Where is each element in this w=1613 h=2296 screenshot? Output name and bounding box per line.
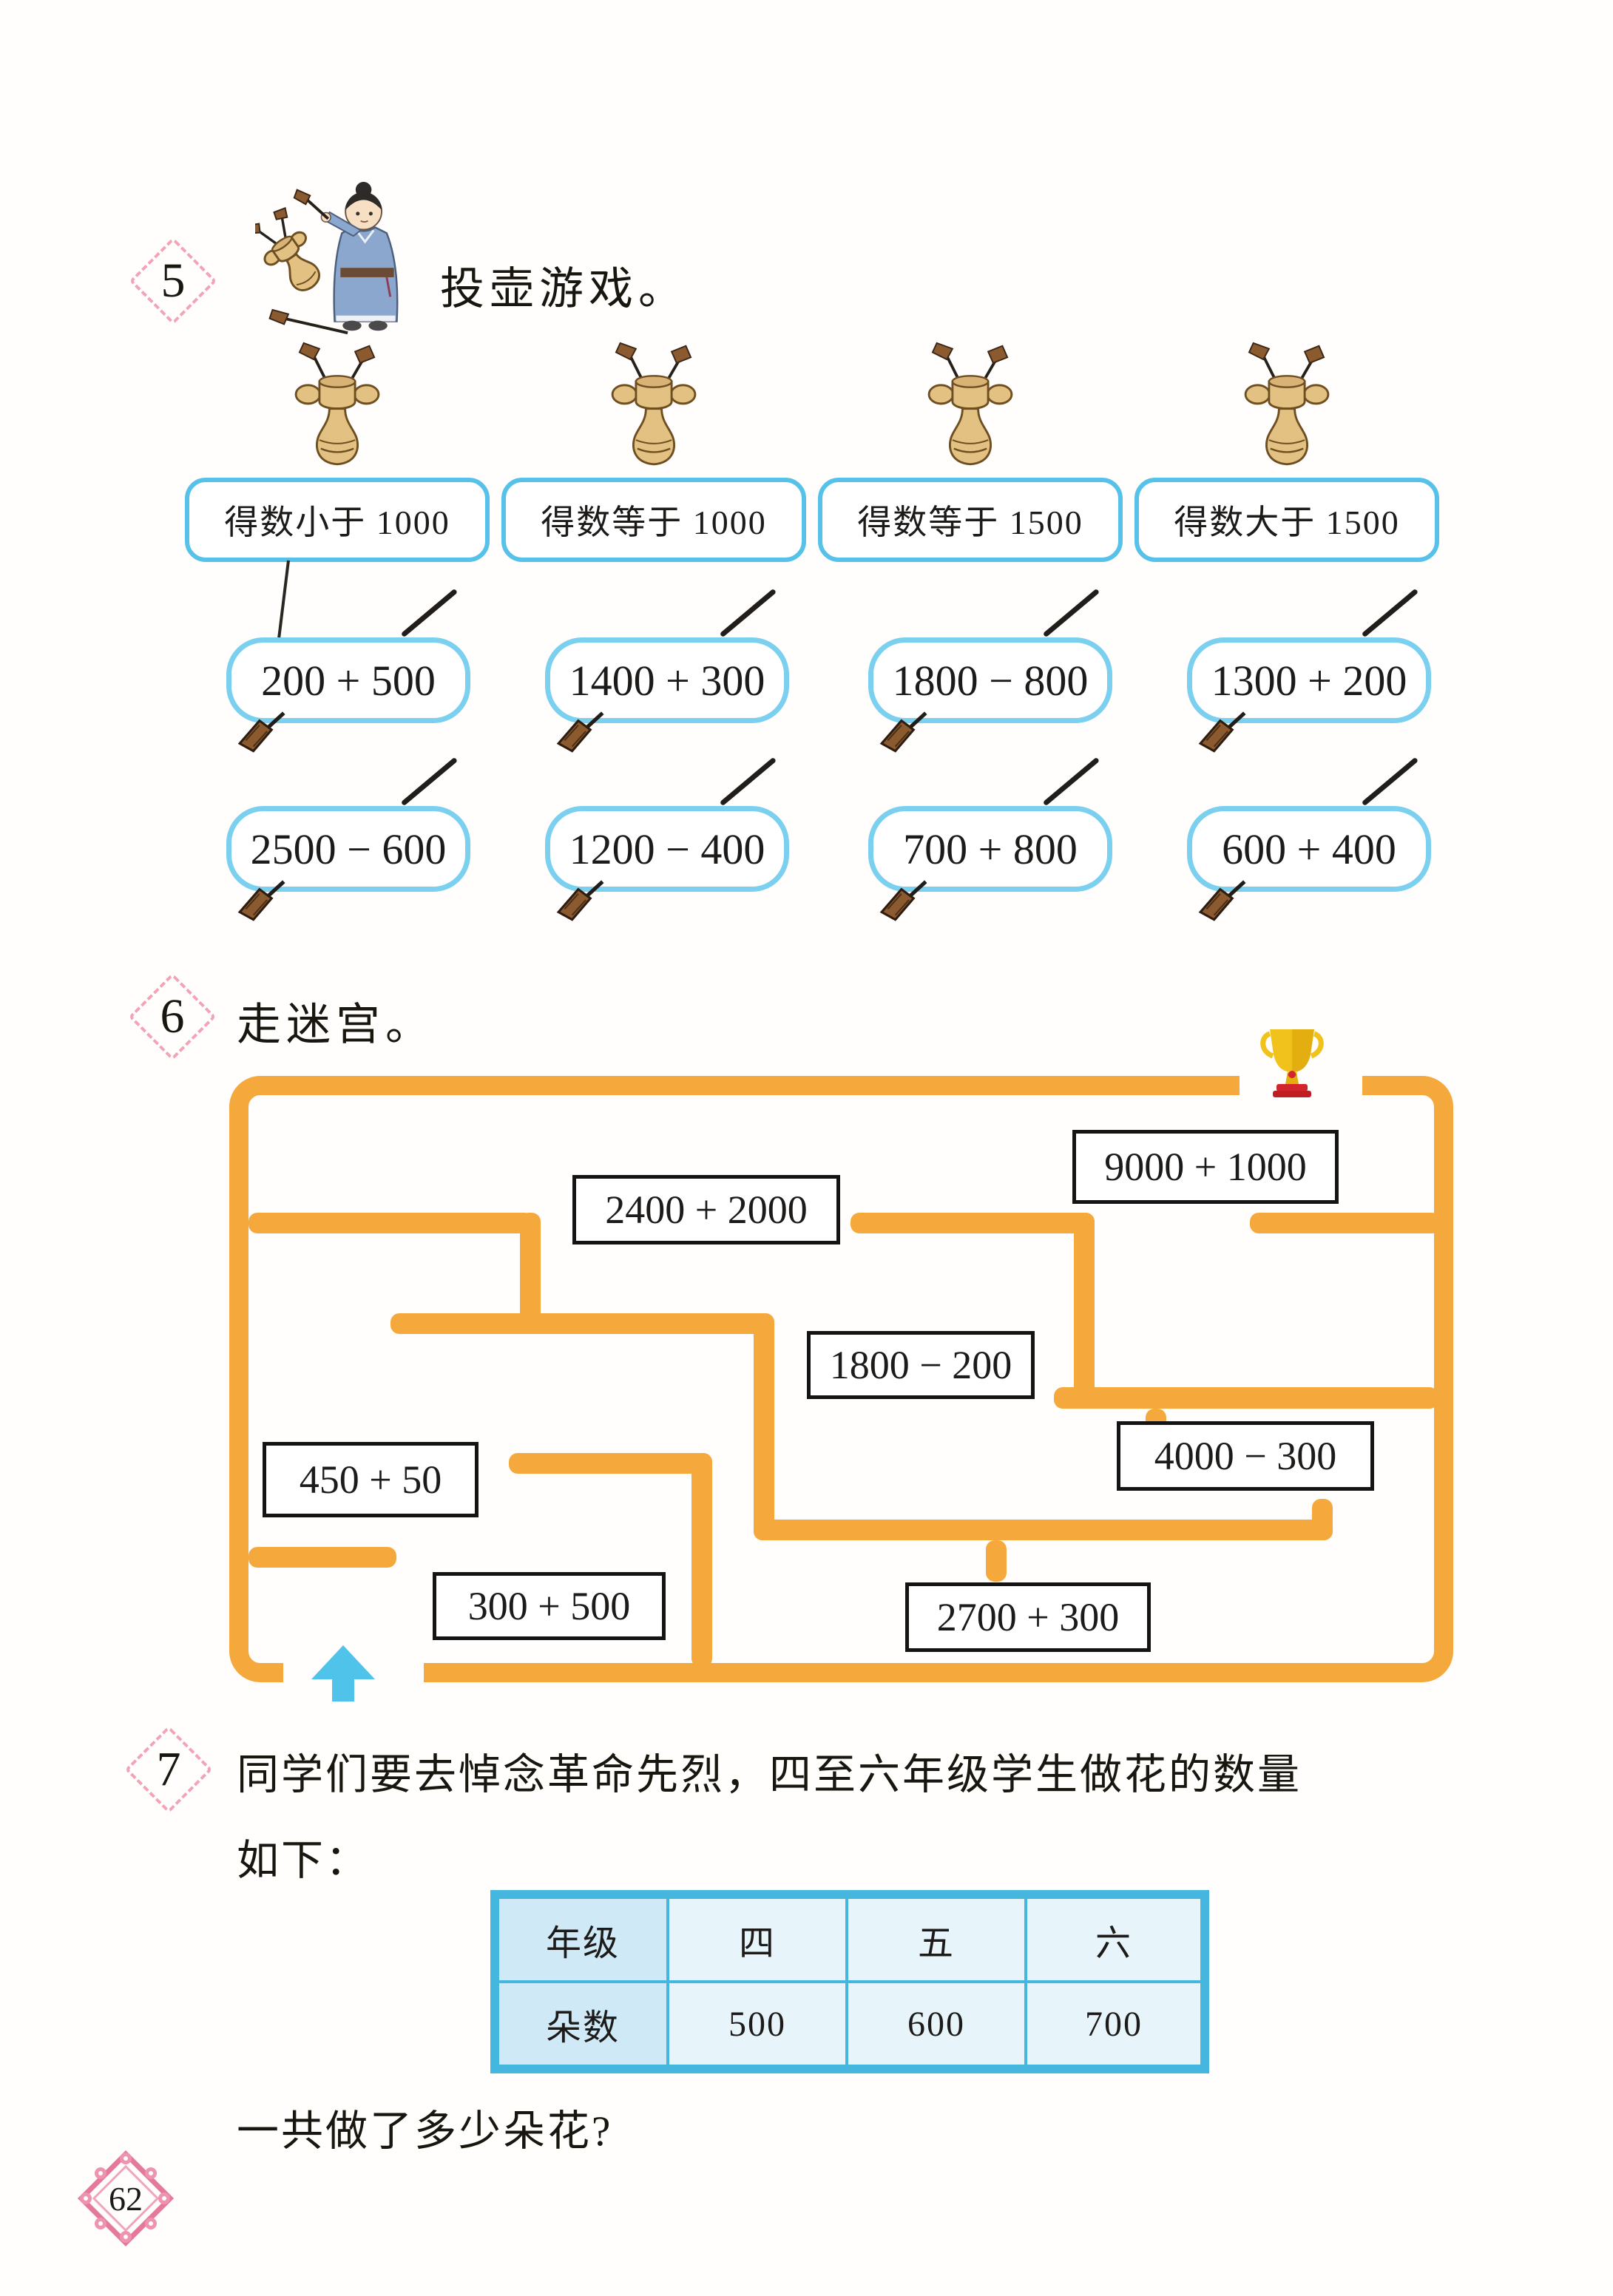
- expression-pill: 600 + 400: [1187, 806, 1431, 892]
- expression-item: 200 + 500: [226, 588, 470, 753]
- arrow-shaft-icon: [400, 588, 459, 638]
- sample-answer-line: [277, 560, 290, 643]
- expression-pill: 1400 + 300: [545, 637, 789, 723]
- maze-entrance-arrow-icon: [311, 1645, 375, 1701]
- expression-item: 600 + 400: [1187, 756, 1431, 921]
- arrow-shaft-icon: [1042, 756, 1100, 807]
- problem5-number-badge: 5: [129, 237, 217, 325]
- ground-arrow-icon: [268, 308, 348, 335]
- arrow-shaft-icon: [719, 588, 777, 638]
- problem7-number: 7: [156, 1742, 181, 1796]
- vase-icon: [294, 342, 380, 466]
- page-number-ornament: 62: [77, 2150, 175, 2247]
- vase-icon: [927, 342, 1013, 466]
- table-header-cell: 年级: [496, 1896, 669, 1983]
- trophy-icon: [1260, 1029, 1324, 1097]
- problem6-title: 走迷宫。: [237, 1000, 435, 1049]
- table-cell: 四: [666, 1896, 848, 1983]
- table-cell: 500: [666, 1980, 848, 2068]
- maze-wall: [754, 1313, 774, 1540]
- arrow-fletching-icon: [237, 711, 285, 753]
- expression-pill: 1200 − 400: [545, 806, 789, 892]
- maze-expression-box: 2400 + 2000: [572, 1175, 840, 1244]
- problem7-text-line1: 同学们要去悼念革命先烈，四至六年级学生做花的数量: [237, 1752, 1302, 1798]
- expression-pill: 700 + 800: [868, 806, 1112, 892]
- expression-pill: 1300 + 200: [1187, 637, 1431, 723]
- maze-wall: [754, 1520, 1333, 1540]
- expression-pill: 1800 − 800: [868, 637, 1112, 723]
- maze-expression-box: 2700 + 300: [905, 1582, 1151, 1652]
- maze-wall: [509, 1453, 712, 1474]
- arrow-shaft-icon: [400, 756, 459, 807]
- expression-item: 1300 + 200: [1187, 588, 1431, 753]
- table-cell: 五: [845, 1896, 1027, 1983]
- table-cell: 600: [845, 1980, 1027, 2068]
- category-box: 得数大于 1500: [1134, 478, 1439, 562]
- arrow-fletching-icon: [556, 711, 604, 753]
- maze-wall: [390, 1313, 774, 1334]
- table-cell: 700: [1024, 1980, 1203, 2068]
- vase-icon: [1244, 342, 1330, 466]
- page-number: 62: [109, 2179, 143, 2218]
- problem7-question: 一共做了多少朵花?: [237, 2108, 613, 2155]
- maze-expression-box: 300 + 500: [433, 1572, 666, 1640]
- problem6-number-badge: 6: [128, 972, 217, 1061]
- expression-item: 1400 + 300: [545, 588, 789, 753]
- expression-pill: 200 + 500: [226, 637, 470, 723]
- problem5-number: 5: [160, 254, 186, 308]
- maze-wall: [248, 1213, 533, 1233]
- problem7-number-badge: 7: [124, 1725, 213, 1814]
- maze-wall: [1054, 1387, 1438, 1409]
- maze-expression-box: 1800 − 200: [807, 1331, 1035, 1399]
- arrow-shaft-icon: [1361, 756, 1419, 807]
- flowers-table: 年级 四 五 六 朵数 500 600 700: [490, 1890, 1209, 2073]
- arrow-fletching-icon: [556, 880, 604, 921]
- category-box: 得数等于 1500: [818, 478, 1123, 562]
- vase-icon: [611, 342, 697, 466]
- arrow-shaft-icon: [1042, 588, 1100, 638]
- table-row: 朵数 500 600 700: [496, 1980, 1203, 2068]
- arrow-fletching-icon: [1198, 711, 1246, 753]
- arrow-shaft-icon: [1361, 588, 1419, 638]
- arrow-fletching-icon: [879, 711, 927, 753]
- arrow-fletching-icon: [1198, 880, 1246, 921]
- maze-wall: [1312, 1499, 1333, 1540]
- arrow-shaft-icon: [719, 756, 777, 807]
- tilted-vase-icon: [255, 207, 320, 291]
- arrow-fletching-icon: [879, 880, 927, 921]
- pitch-pot-illustration: [255, 181, 399, 335]
- arrow-fletching-icon: [237, 880, 285, 921]
- maze-expression-box: 4000 − 300: [1117, 1421, 1374, 1491]
- maze-wall: [691, 1453, 712, 1667]
- table-row: 年级 四 五 六: [496, 1896, 1203, 1983]
- table-cell: 六: [1024, 1896, 1203, 1983]
- maze-wall: [248, 1547, 396, 1568]
- expression-item: 1200 − 400: [545, 756, 789, 921]
- maze-wall: [851, 1213, 1095, 1233]
- problem6-number: 6: [160, 989, 185, 1043]
- expression-item: 2500 − 600: [226, 756, 470, 921]
- table-header-cell: 朵数: [496, 1980, 669, 2068]
- problem5-title: 投壶游戏。: [440, 265, 688, 314]
- maze-expression-box: 450 + 50: [263, 1442, 479, 1517]
- expression-pill: 2500 − 600: [226, 806, 470, 892]
- category-box: 得数等于 1000: [501, 478, 806, 562]
- maze-wall: [1074, 1213, 1095, 1408]
- expression-item: 700 + 800: [868, 756, 1112, 921]
- boy-figure: [293, 181, 399, 331]
- problem7-text-line2: 如下：: [237, 1838, 370, 1884]
- category-box: 得数小于 1000: [185, 478, 490, 562]
- maze-wall: [520, 1213, 541, 1324]
- expression-item: 1800 − 800: [868, 588, 1112, 753]
- maze-wall: [1250, 1213, 1441, 1233]
- maze-expression-box: 9000 + 1000: [1072, 1130, 1339, 1204]
- maze-wall: [986, 1540, 1007, 1582]
